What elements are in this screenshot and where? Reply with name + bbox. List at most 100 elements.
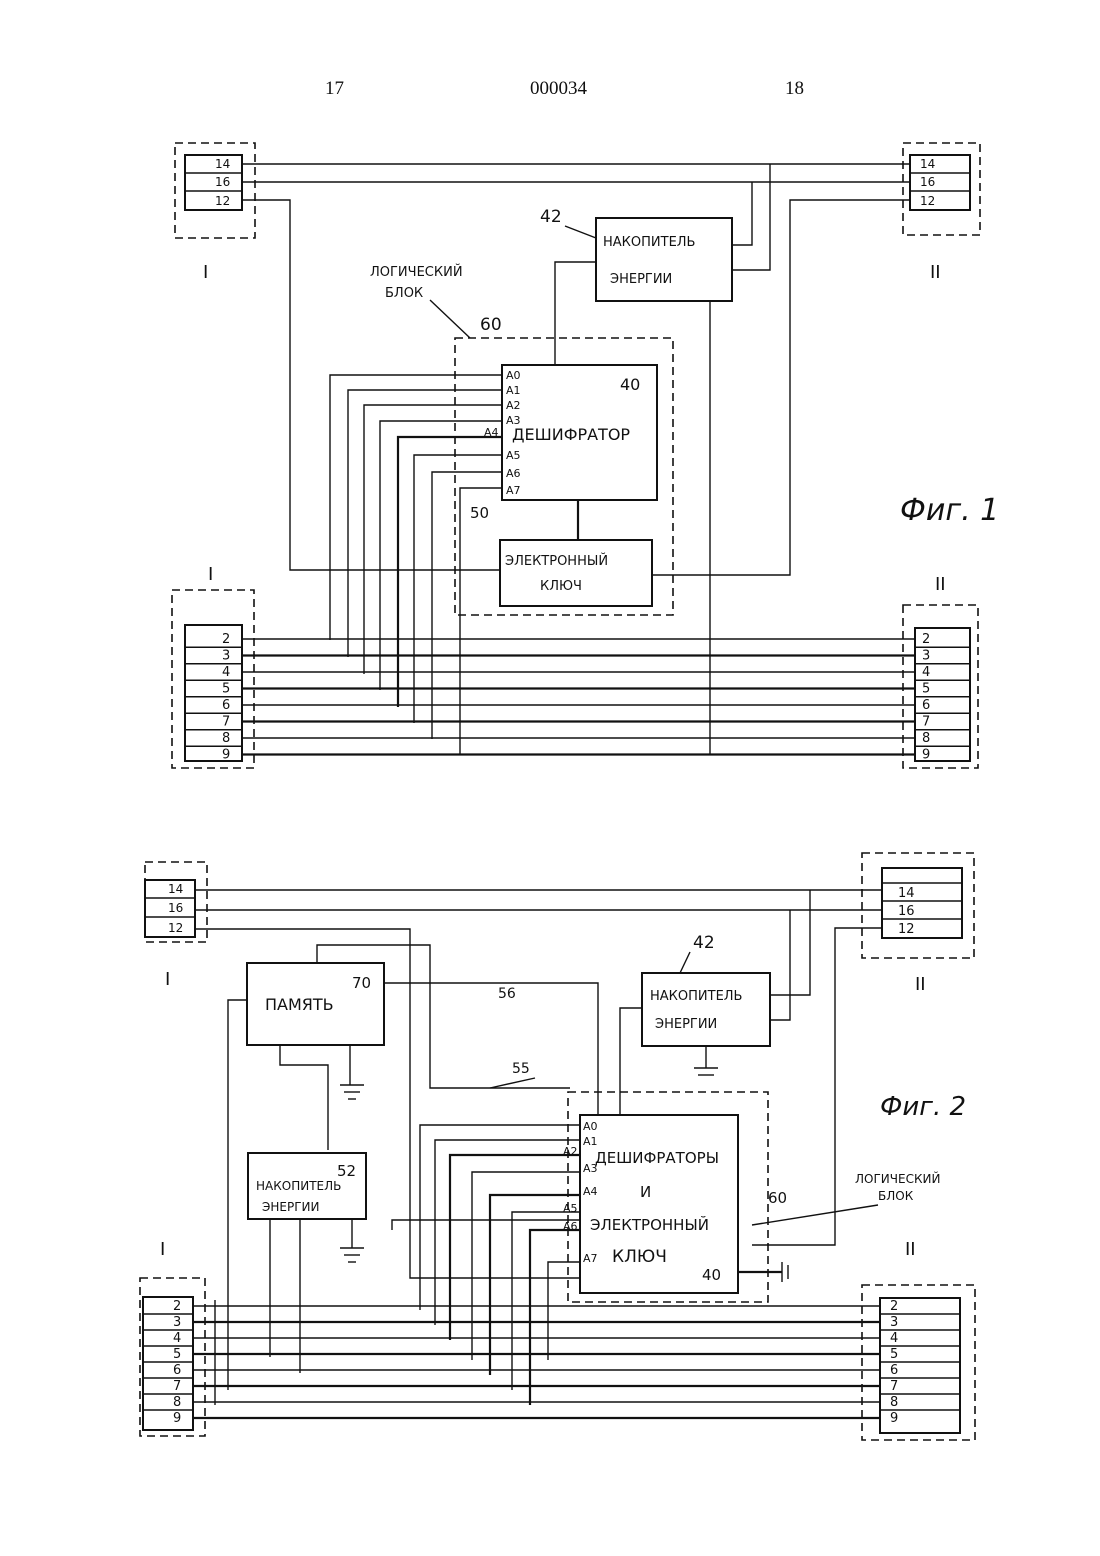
- fig1-electronic-key: ЭЛЕКТРОННЫЙ КЛЮЧ 50: [470, 504, 652, 606]
- fig1-key-line2: КЛЮЧ: [540, 579, 582, 594]
- fig2-tl-pin-14: 14: [168, 882, 183, 896]
- fig1-bl-label: I: [208, 564, 213, 585]
- pin-label-left-8: 8: [222, 731, 230, 746]
- fig2-main-number: 40: [702, 1266, 721, 1284]
- pin-label-right-5: 5: [922, 682, 930, 697]
- fig1-logic-number: 60: [480, 315, 502, 335]
- fig2-main-in-a0: A0: [583, 1120, 598, 1133]
- fig1-decoder-in-a7: A7: [506, 484, 521, 497]
- pin-label-left-7: 7: [173, 1379, 181, 1394]
- pin-label-left-9: 9: [222, 748, 230, 763]
- pin-label-left-7: 7: [222, 715, 230, 730]
- fig1-connector-bottom-right: II: [903, 574, 978, 768]
- fig1-decoder-in-a0: A0: [506, 369, 521, 382]
- fig1-tr-pin-12: 12: [920, 194, 935, 208]
- fig1-caption: Фиг. 1: [900, 493, 999, 528]
- fig2-logic-block: ЛОГИЧЕСКИЙ БЛОК 60: [568, 1092, 940, 1302]
- pin-label-left-3: 3: [222, 649, 230, 664]
- fig2-storage42-line1: НАКОПИТЕЛЬ: [650, 989, 742, 1004]
- fig2-connector-top-right: 14 16 12 II: [862, 853, 974, 995]
- pin-label-right-8: 8: [890, 1395, 898, 1410]
- pin-label-right-8: 8: [922, 731, 930, 746]
- fig1-br-label: II: [935, 574, 946, 595]
- fig1-tr-label: II: [930, 262, 941, 283]
- fig1-connector-bottom-left: I: [172, 564, 254, 768]
- pin-label-left-9: 9: [173, 1411, 181, 1426]
- pin-label-left-4: 4: [222, 665, 230, 680]
- pin-label-left-8: 8: [173, 1395, 181, 1410]
- fig1-energy-storage: НАКОПИТЕЛЬ ЭНЕРГИИ 42: [540, 207, 732, 301]
- fig2-decoders-and-key: ДЕШИФРАТОРЫ И ЭЛЕКТРОННЫЙ КЛЮЧ 40 A0 A1 …: [563, 1115, 738, 1293]
- pin-label-right-4: 4: [890, 1331, 898, 1346]
- fig2-storage42-number: 42: [693, 933, 715, 953]
- fig2-memory: ПАМЯТЬ 70: [247, 963, 384, 1045]
- fig2-tr-pin-14: 14: [898, 886, 915, 901]
- figure-2: 14 16 12 I 14 16 12 II ПАМЯТЬ 70: [140, 853, 975, 1440]
- fig1-storage-line2: ЭНЕРГИИ: [610, 272, 672, 287]
- pin-label-right-3: 3: [890, 1315, 898, 1330]
- fig2-tl-pin-16: 16: [168, 901, 183, 915]
- fig2-main-line4: КЛЮЧ: [612, 1247, 667, 1267]
- fig2-logic-line1: ЛОГИЧЕСКИЙ: [855, 1171, 940, 1186]
- fig1-tr-pin-16: 16: [920, 175, 935, 189]
- fig1-key-number: 50: [470, 504, 489, 522]
- pin-label-right-7: 7: [922, 715, 930, 730]
- pin-label-right-2: 2: [890, 1299, 898, 1314]
- fig2-storage42-line2: ЭНЕРГИИ: [655, 1017, 717, 1032]
- fig1-decoder-in-a5: A5: [506, 449, 521, 462]
- pin-label-left-6: 6: [222, 698, 230, 713]
- fig2-main-line2: И: [640, 1183, 651, 1201]
- fig1-storage-line1: НАКОПИТЕЛЬ: [603, 235, 695, 250]
- fig1-tl-label: I: [203, 262, 208, 283]
- pin-label-right-3: 3: [922, 649, 930, 664]
- pin-label-right-2: 2: [922, 632, 930, 647]
- pin-label-left-5: 5: [222, 682, 230, 697]
- fig2-connector-top-left: 14 16 12 I: [145, 862, 207, 990]
- fig2-main-in-a5: A5: [563, 1202, 578, 1215]
- fig2-memory-label: ПАМЯТЬ: [265, 995, 334, 1014]
- fig2-energy-storage-52: НАКОПИТЕЛЬ ЭНЕРГИИ 52: [248, 1153, 366, 1219]
- fig2-tl-pin-12: 12: [168, 921, 183, 935]
- fig2-bl-label: I: [160, 1239, 165, 1260]
- fig1-connector-top-right: 14 16 12 II: [903, 143, 980, 283]
- fig2-bus-55: 55: [512, 1061, 530, 1077]
- pin-label-right-4: 4: [922, 665, 930, 680]
- fig1-key-line1: ЭЛЕКТРОННЫЙ: [505, 553, 608, 569]
- pin-label-left-2: 2: [222, 632, 230, 647]
- fig2-tr-pin-16: 16: [898, 904, 915, 919]
- fig2-tr-label: II: [915, 974, 926, 995]
- fig2-main-in-a1: A1: [583, 1135, 598, 1148]
- fig1-decoder-number: 40: [620, 375, 640, 394]
- fig2-memory-number: 70: [352, 974, 371, 992]
- fig2-energy-storage-42: НАКОПИТЕЛЬ ЭНЕРГИИ 42: [642, 933, 770, 1046]
- fig1-decoder-in-a2: A2: [506, 399, 521, 412]
- fig1-storage-number: 42: [540, 207, 562, 227]
- fig2-storage52-number: 52: [337, 1162, 356, 1180]
- pin-label-right-6: 6: [922, 698, 930, 713]
- fig2-logic-line2: БЛОК: [878, 1189, 914, 1203]
- fig1-decoder-label: ДЕШИФРАТОР: [512, 425, 630, 444]
- fig1-decoder: 40 ДЕШИФРАТОР A0 A1 A2 A3 A4 A5 A6 A7: [484, 365, 657, 500]
- fig2-br-label: II: [905, 1239, 916, 1260]
- pin-label-left-6: 6: [173, 1363, 181, 1378]
- fig1-tl-pin-14: 14: [215, 157, 230, 171]
- pin-label-right-5: 5: [890, 1347, 898, 1362]
- fig1-decoder-in-a3: A3: [506, 414, 521, 427]
- fig2-main-in-a3: A3: [583, 1162, 598, 1175]
- fig2-tr-pin-12: 12: [898, 922, 915, 937]
- fig1-tr-pin-14: 14: [920, 157, 935, 171]
- fig2-main-in-a7: A7: [583, 1252, 598, 1265]
- fig2-tl-label: I: [165, 969, 170, 990]
- pin-label-left-4: 4: [173, 1331, 181, 1346]
- fig1-logic-line2: БЛОК: [385, 286, 423, 301]
- fig2-storage52-line2: ЭНЕРГИИ: [262, 1200, 320, 1214]
- fig2-caption: Фиг. 2: [880, 1092, 966, 1122]
- fig1-tl-pin-12: 12: [215, 194, 230, 208]
- fig1-decoder-in-a6: A6: [506, 467, 521, 480]
- pin-label-right-9: 9: [922, 748, 930, 763]
- pin-label-left-5: 5: [173, 1347, 181, 1362]
- fig1-logic-line1: ЛОГИЧЕСКИЙ: [370, 264, 463, 280]
- pin-label-right-9: 9: [890, 1411, 898, 1426]
- fig1-decoder-in-a1: A1: [506, 384, 521, 397]
